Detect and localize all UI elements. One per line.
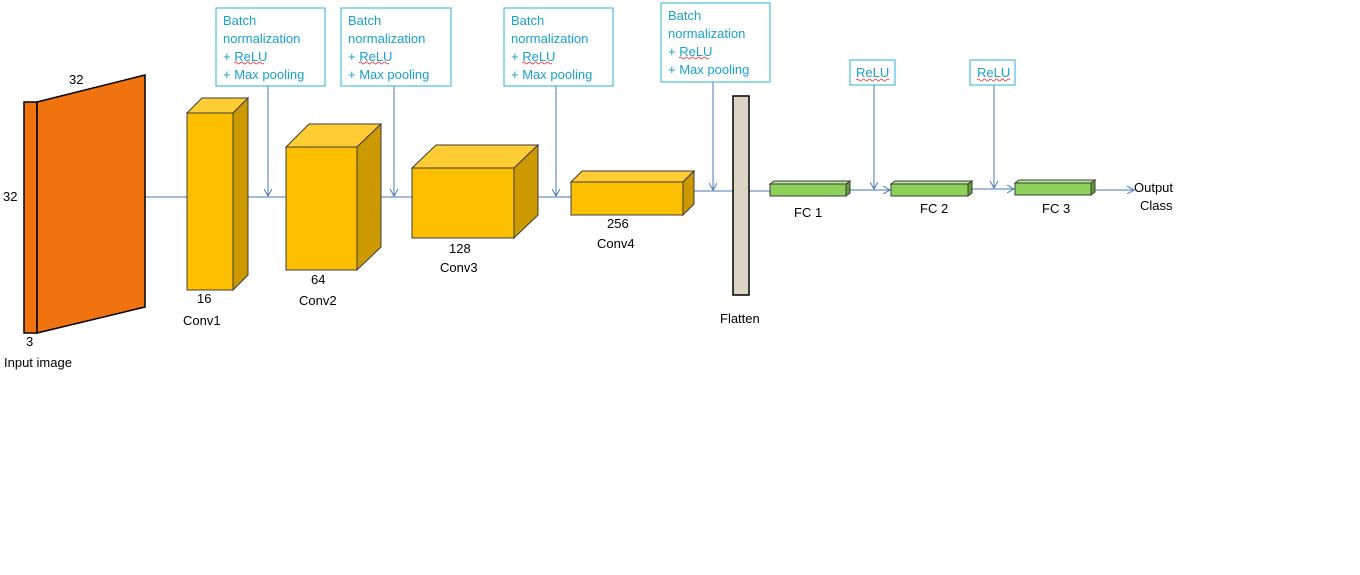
output-label-line1: Output [1134, 180, 1173, 195]
fc2-side-face [967, 180, 973, 197]
input-image-block [23, 74, 146, 334]
fc2-block [889, 180, 974, 197]
annotation-1-line4: + Max pooling [223, 67, 304, 82]
conv1-label: Conv1 [183, 313, 221, 328]
annotation-box-2: Batch normalization + ReLU + Max pooling [340, 7, 452, 87]
fc3-block [1013, 179, 1097, 196]
annotation-1-line2: normalization [223, 31, 300, 46]
fc2-label: FC 2 [920, 201, 948, 216]
spellcheck-underline-1 [233, 61, 265, 65]
conv3-label: Conv3 [440, 260, 478, 275]
annotation-2-line2: normalization [348, 31, 425, 46]
conv2-side-face [356, 122, 382, 272]
annotation-3-line2: normalization [511, 31, 588, 46]
input-width-label: 32 [69, 72, 83, 87]
spellcheck-underline-6 [976, 78, 1011, 82]
fc3-label: FC 3 [1042, 201, 1070, 216]
flatten-label: Flatten [720, 311, 760, 326]
fc2-front-face [890, 183, 969, 197]
conv3-block [410, 143, 540, 240]
annotation-3-line1: Batch [511, 13, 544, 28]
conv4-top-face [569, 170, 696, 183]
annotation-3-line4: + Max pooling [511, 67, 592, 82]
conv4-block [569, 169, 696, 217]
annotation-box-5: ReLU [849, 59, 896, 86]
conv1-front-face [186, 112, 234, 291]
annotation-2-line3: + ReLU [348, 49, 392, 64]
annotation-2-line1: Batch [348, 13, 381, 28]
annotation-3-line3: + ReLU [511, 49, 555, 64]
fc3-front-face [1014, 182, 1092, 196]
conv4-label: Conv4 [597, 236, 635, 251]
annotation-box-6: ReLU [969, 59, 1016, 86]
flatten-layer [732, 95, 750, 296]
conv1-side-face [232, 96, 249, 292]
conv1-channels-label: 16 [197, 291, 211, 306]
input-image-depth [23, 101, 38, 334]
conv1-block [185, 96, 250, 292]
conv3-channels-label: 128 [449, 241, 471, 256]
annotation-box-3-border [503, 7, 614, 87]
fc3-side-face [1090, 179, 1096, 196]
output-label-line2: Class [1140, 198, 1173, 213]
annotation-box-4-border [660, 2, 771, 83]
input-depth-label: 3 [26, 334, 33, 349]
annotation-2-line4: + Max pooling [348, 67, 429, 82]
annotation-4-line1: Batch [668, 8, 701, 23]
connector-lines [145, 82, 1134, 198]
conv2-label: Conv2 [299, 293, 337, 308]
annotation-box-1: Batch normalization + ReLU + Max pooling [215, 7, 326, 87]
conv2-front-face [285, 146, 358, 271]
conv4-front-face [570, 181, 684, 216]
spellcheck-underline-5 [855, 78, 890, 82]
spellcheck-underline-3 [521, 61, 553, 65]
spellcheck-underline-2 [358, 61, 390, 65]
annotation-4-line2: normalization [668, 26, 745, 41]
input-image-face [36, 74, 146, 334]
fc1-front-face [769, 183, 847, 197]
input-height-label: 32 [3, 189, 17, 204]
spellcheck-underline-4 [678, 56, 710, 60]
annotation-1-line1: Batch [223, 13, 256, 28]
conv2-channels-label: 64 [311, 272, 325, 287]
annotation-4-line3: + ReLU [668, 44, 712, 59]
annotation-box-1-border [215, 7, 326, 87]
conv3-front-face [411, 167, 515, 239]
fc1-label: FC 1 [794, 205, 822, 220]
annotation-box-2-border [340, 7, 452, 87]
annotation-box-4: Batch normalization + ReLU + Max pooling [660, 2, 771, 83]
annotation-4-line4: + Max pooling [668, 62, 749, 77]
annotation-box-3: Batch normalization + ReLU + Max pooling [503, 7, 614, 87]
annotation-6-line1: ReLU [977, 65, 1010, 80]
conv4-channels-label: 256 [607, 216, 629, 231]
annotation-1-line3: + ReLU [223, 49, 267, 64]
annotation-5-line1: ReLU [856, 65, 889, 80]
fc1-block [768, 180, 852, 197]
conv2-block [284, 122, 383, 272]
input-image-label: Input image [4, 355, 72, 370]
fc1-side-face [845, 180, 851, 197]
